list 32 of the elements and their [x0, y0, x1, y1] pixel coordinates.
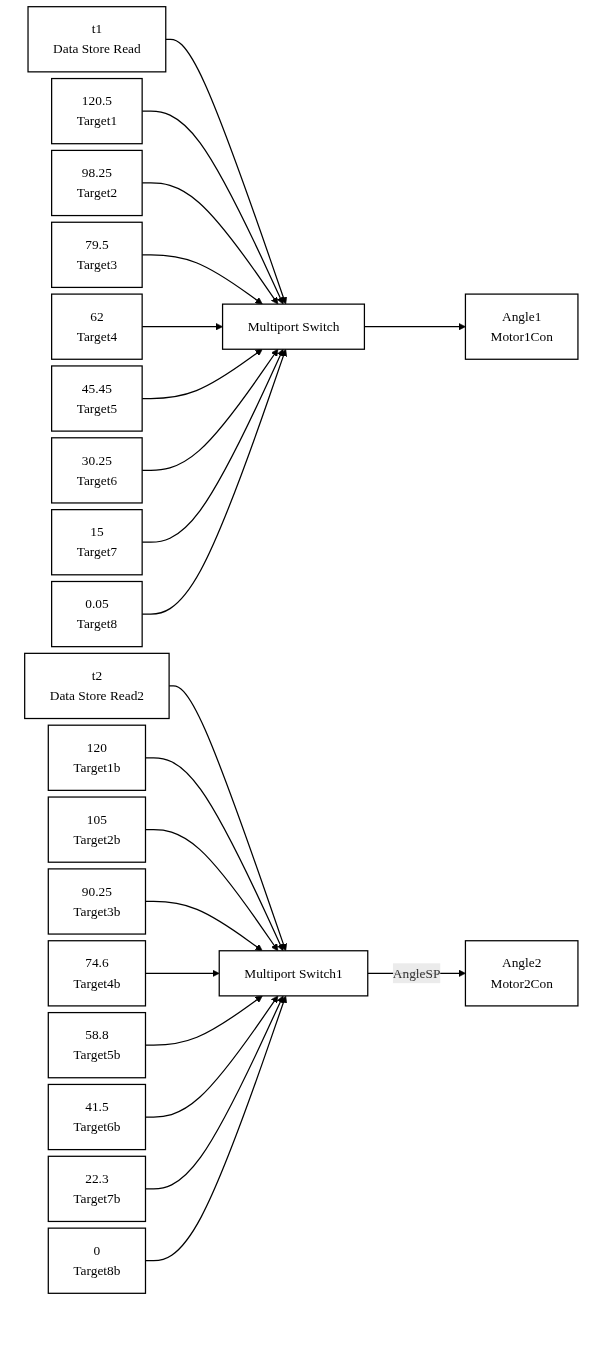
node-box: 0 Target8b	[47, 1227, 146, 1294]
node-box: 41.5 Target6b	[47, 1083, 146, 1151]
arrow	[141, 348, 263, 400]
node-box: t2 Data Store Read2	[23, 652, 170, 720]
node-box: 120 Target1b	[47, 724, 146, 791]
arrow	[141, 348, 284, 543]
node-box: 58.8 Target5b	[47, 1011, 146, 1079]
node-box: 79.5 Target3	[50, 221, 143, 289]
node-box: 120.5 Target1	[50, 77, 143, 145]
node-box: 22.3 Target7b	[47, 1155, 146, 1223]
node-box: Multiport Switch	[221, 303, 365, 350]
node-box: 30.25 Target6	[50, 437, 143, 504]
node-box: 105 Target2b	[47, 796, 146, 863]
node-box: 45.45 Target5	[50, 365, 143, 432]
node-box: 0.05 Target8	[50, 580, 143, 648]
node-box: Angle1 Motor1Con	[464, 293, 579, 360]
node-box: Angle2 Motor2Con	[464, 940, 579, 1007]
arrow	[141, 348, 278, 471]
arrow	[141, 323, 223, 331]
edge-label: AngleSP	[392, 965, 441, 981]
node-box: 98.25 Target2	[50, 149, 143, 217]
node-box: 90.25 Target3b	[47, 868, 146, 935]
node-box: Multiport Switch1	[218, 950, 369, 997]
node-box: 62 Target4	[50, 293, 143, 360]
arrow	[141, 254, 263, 305]
node-box: 74.6 Target4b	[47, 940, 146, 1007]
arrow	[141, 348, 287, 615]
node-box: 15 Target7	[50, 509, 143, 576]
arrow	[168, 685, 287, 952]
arrow	[141, 110, 284, 305]
arrow	[141, 182, 278, 305]
node-box: t1 Data Store Read	[27, 6, 167, 73]
